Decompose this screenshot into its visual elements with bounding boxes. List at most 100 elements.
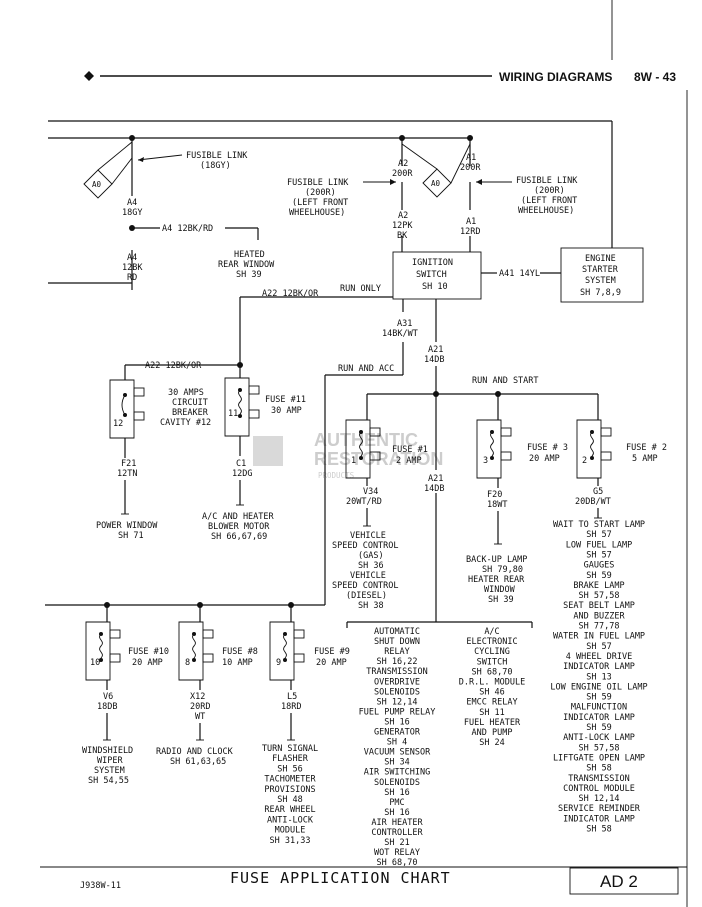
svg-text:A22 12BK/OR: A22 12BK/OR [145, 361, 202, 371]
footer-ad: AD 2 [600, 872, 638, 891]
svg-text:RUN ONLY: RUN ONLY [340, 284, 381, 294]
load-label: SH 57 [586, 642, 612, 652]
footer-code: J938W-11 [80, 881, 121, 891]
svg-text:18DB: 18DB [97, 702, 117, 712]
svg-text:14DB: 14DB [424, 355, 444, 365]
svg-text:20DB/WT: 20DB/WT [575, 497, 611, 507]
svg-text:8: 8 [185, 658, 190, 668]
svg-text:A1: A1 [466, 153, 476, 163]
load-label: SH 13 [586, 672, 612, 682]
load-label: FUEL PUMP RELAY [359, 707, 436, 717]
svg-text:SH 39: SH 39 [236, 270, 262, 280]
svg-text:WINDOW: WINDOW [484, 585, 516, 595]
load-label: INDICATOR LAMP [563, 814, 635, 824]
load-label: WAIT TO START LAMP [553, 520, 645, 530]
load-label: SH 16,22 [377, 657, 418, 667]
load-label: SH 4 [387, 738, 407, 748]
svg-text:L5: L5 [287, 692, 297, 702]
load-label: CONTROL MODULE [563, 784, 635, 794]
svg-text:(200R): (200R) [534, 186, 565, 196]
svg-text:BREAKER: BREAKER [172, 408, 209, 418]
svg-text:20RD: 20RD [190, 702, 210, 712]
header-section: WIRING DIAGRAMS [499, 70, 612, 84]
load-label: SH 59 [586, 723, 612, 733]
fuse-1: 1 FUSE #1 2 AMP [345, 419, 428, 479]
load-label: ELECTRONIC [466, 637, 517, 647]
load-label: SH 16 [384, 808, 410, 818]
vehicle-speed-control-loads: VEHICLE SPEED CONTROL (GAS) SH 36 VEHICL… [332, 531, 399, 611]
svg-text:FUSE # 2: FUSE # 2 [626, 443, 667, 453]
svg-text:FUSIBLE LINK: FUSIBLE LINK [287, 178, 349, 188]
svg-text:SH 66,67,69: SH 66,67,69 [211, 532, 267, 542]
load-label: VACUUM SENSOR [364, 748, 431, 758]
load-label: AND PUMP [472, 728, 513, 738]
load-label: RELAY [384, 647, 410, 657]
svg-text:HEATER REAR: HEATER REAR [468, 575, 525, 585]
load-label: CYCLING [474, 647, 510, 657]
svg-text:12: 12 [113, 419, 123, 429]
svg-text:AUTHENTIC: AUTHENTIC [314, 430, 418, 450]
svg-text:PRODUCTS: PRODUCTS [318, 471, 355, 480]
load-label: D.R.L. MODULE [459, 678, 526, 688]
svg-text:14DB: 14DB [424, 484, 444, 494]
svg-text:10: 10 [90, 658, 100, 668]
svg-text:SH 7,8,9: SH 7,8,9 [580, 288, 621, 298]
svg-text:A22 12BK/OR: A22 12BK/OR [262, 289, 319, 299]
svg-text:RUN AND ACC: RUN AND ACC [338, 364, 394, 374]
svg-text:VEHICLE: VEHICLE [350, 571, 386, 581]
load-label: AUTOMATIC [374, 627, 420, 637]
svg-text:200R: 200R [460, 163, 481, 173]
svg-text:12RD: 12RD [460, 227, 480, 237]
svg-text:11: 11 [228, 409, 238, 419]
svg-text:(200R): (200R) [305, 188, 336, 198]
load-label: INDICATOR LAMP [563, 662, 635, 672]
load-label: FLASHER [272, 754, 309, 764]
svg-text:ENGINE: ENGINE [585, 254, 616, 264]
svg-text:12PK: 12PK [392, 221, 413, 231]
svg-text:2: 2 [582, 456, 587, 466]
svg-text:FUSIBLE LINK: FUSIBLE LINK [186, 151, 248, 161]
load-label: FUEL HEATER [464, 718, 521, 728]
load-label: SH 24 [479, 738, 505, 748]
load-label: SH 58 [586, 764, 612, 774]
backup-lamp-loads: BACK-UP LAMP SH 79,80 HEATER REAR WINDOW… [466, 555, 527, 605]
svg-text:(LEFT FRONT: (LEFT FRONT [521, 196, 577, 206]
load-label: SH 16 [384, 788, 410, 798]
svg-text:FUSIBLE LINK: FUSIBLE LINK [516, 176, 578, 186]
svg-text:18WT: 18WT [487, 500, 507, 510]
fusible-link-a4: A0 FUSIBLE LINK (18GY) [83, 141, 248, 199]
svg-text:IGNITION: IGNITION [412, 258, 453, 268]
svg-text:FUSE #11: FUSE #11 [265, 395, 306, 405]
svg-text:(18GY): (18GY) [200, 161, 231, 171]
svg-text:BK: BK [397, 231, 408, 241]
header-diamond-icon [84, 71, 94, 81]
svg-text:200R: 200R [392, 169, 413, 179]
load-label: TRANSMISSION [366, 667, 427, 677]
load-label: TRANSMISSION [568, 774, 629, 784]
load-label: PMC [389, 798, 404, 808]
load-label: EMCC RELAY [466, 698, 517, 708]
watermark: AUTHENTIC RESTORATION PRODUCTS [253, 430, 443, 480]
svg-text:SH 39: SH 39 [488, 595, 514, 605]
load-label: SH 56 [277, 764, 303, 774]
svg-text:SYSTEM: SYSTEM [94, 766, 125, 776]
load-label: PROVISIONS [264, 785, 315, 795]
svg-text:A4: A4 [127, 198, 137, 208]
svg-text:A0: A0 [92, 180, 102, 189]
load-label: INDICATOR LAMP [563, 713, 635, 723]
load-label: SH 57,58 [579, 591, 620, 601]
svg-text:BACK-UP LAMP: BACK-UP LAMP [466, 555, 527, 565]
svg-text:20WT/RD: 20WT/RD [346, 497, 382, 507]
svg-text:CAVITY #12: CAVITY #12 [160, 418, 211, 428]
svg-text:WHEELHOUSE): WHEELHOUSE) [518, 206, 574, 216]
svg-text:(DIESEL): (DIESEL) [346, 591, 387, 601]
load-label: SWITCH [477, 657, 508, 667]
svg-text:SH 79,80: SH 79,80 [482, 565, 523, 575]
fuse-10: 10 FUSE #10 20 AMP [85, 621, 169, 681]
svg-text:VEHICLE: VEHICLE [350, 531, 386, 541]
svg-text:STARTER: STARTER [582, 265, 619, 275]
svg-text:C1: C1 [236, 459, 246, 469]
svg-text:A21: A21 [428, 345, 443, 355]
